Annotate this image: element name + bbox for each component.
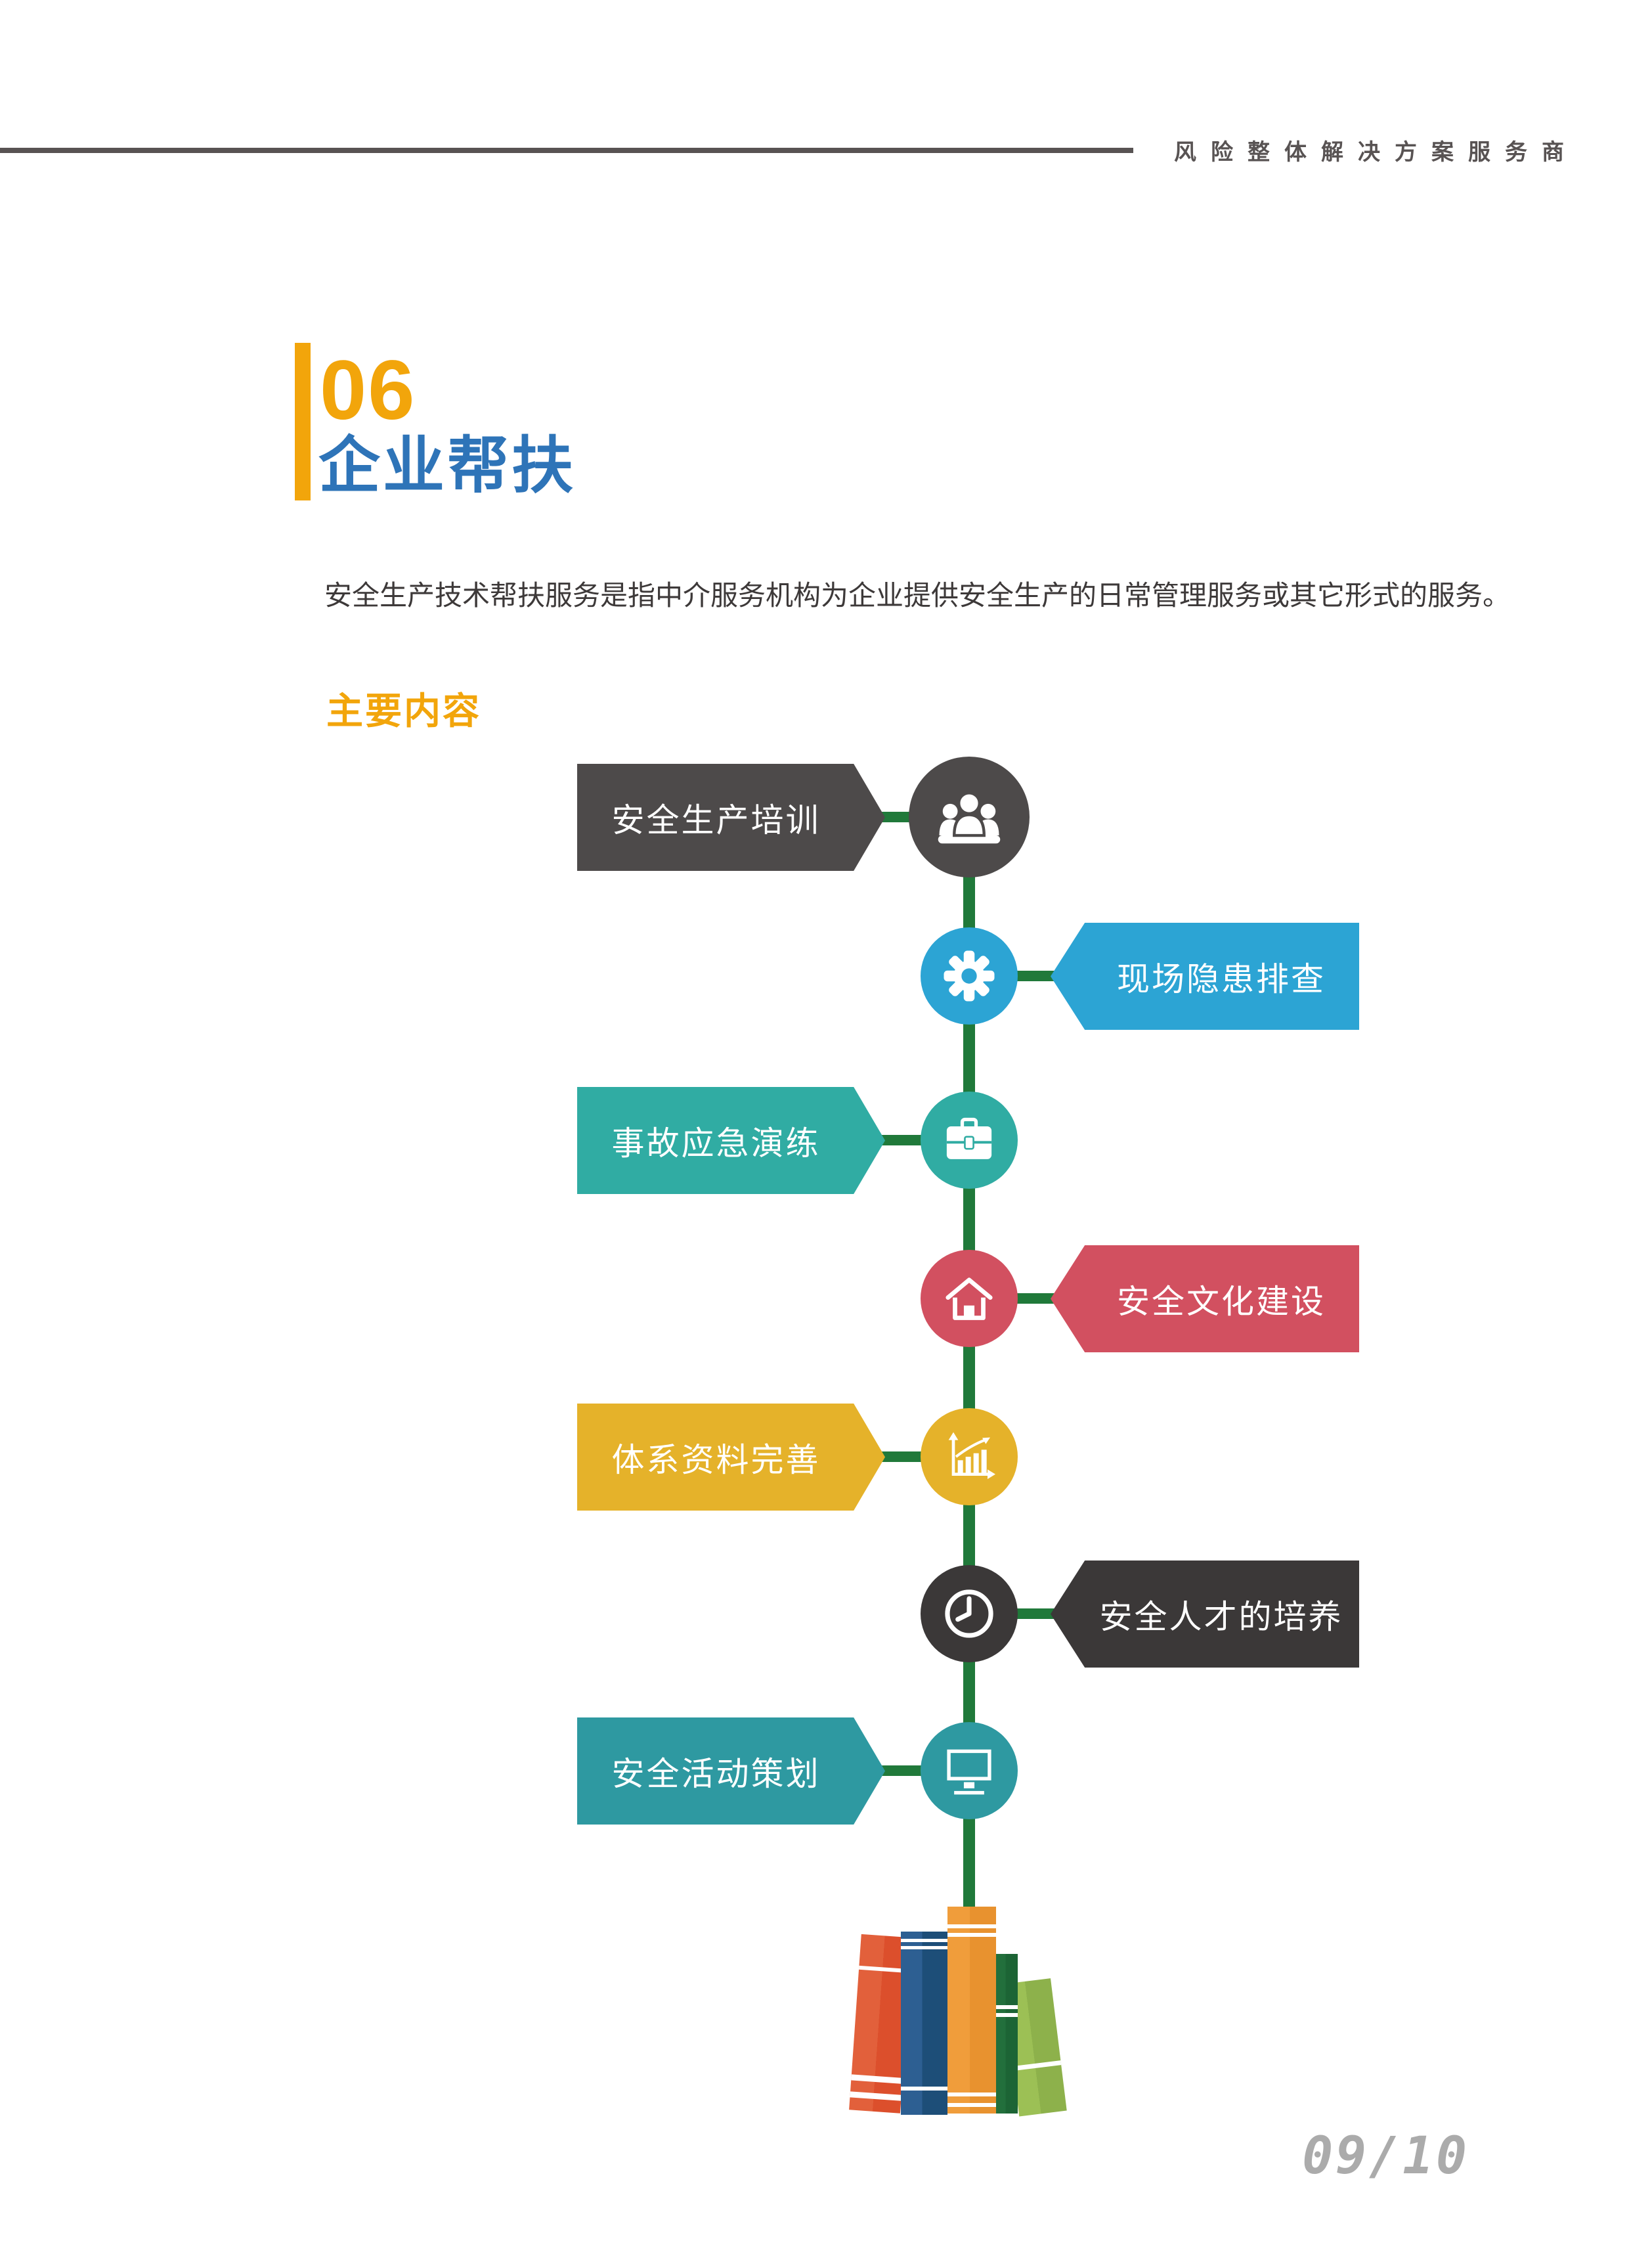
node-label: 体系资料完善 [611,1441,821,1478]
header-rule [0,148,1133,153]
node-label: 安全人才的培养 [1099,1598,1343,1635]
node-label: 事故应急演练 [611,1124,821,1162]
connector-stub [877,1765,923,1776]
clock-icon [921,1565,1018,1662]
connector-stub [1014,1608,1060,1619]
connector-stub [1014,971,1060,981]
node-banner: 安全文化建设 [1051,1245,1359,1352]
node-banner: 事故应急演练 [577,1087,885,1194]
people-icon [909,757,1030,877]
page-number: 09/10 [1302,2127,1469,2186]
briefcase-icon [921,1092,1018,1189]
node-banner: 体系资料完善 [577,1404,885,1511]
node-label: 安全文化建设 [1117,1283,1326,1320]
navy-book [901,1932,947,2115]
node-banner: 现场隐患排查 [1051,923,1359,1030]
home-icon [921,1250,1018,1347]
page-title: 企业帮扶 [318,431,576,500]
node-banner: 安全生产培训 [577,764,885,871]
section-accent-bar [295,343,311,500]
header-tagline: 风险整体解决方案服务商 [1174,140,1578,165]
monitor-icon [921,1722,1018,1819]
node-banner: 安全活动策划 [577,1717,885,1825]
section-subtitle: 主要内容 [326,690,481,732]
node-banner: 安全人才的培养 [1051,1561,1359,1668]
section-number: 06 [320,343,416,437]
chart-icon [921,1408,1018,1505]
connector-stub [877,1451,923,1462]
connector-stub [1014,1293,1060,1304]
dark-green-book [995,1954,1018,2114]
node-label: 安全活动策划 [611,1755,821,1792]
orange-book [947,1907,996,2114]
connector-stub [877,1135,923,1145]
gear-icon [921,927,1018,1025]
section-intro: 安全生产技术帮扶服务是指中介服务机构为企业提供安全生产的日常管理服务或其它形式的… [324,580,1511,611]
node-label: 现场隐患排查 [1117,960,1326,998]
node-label: 安全生产培训 [611,801,821,839]
